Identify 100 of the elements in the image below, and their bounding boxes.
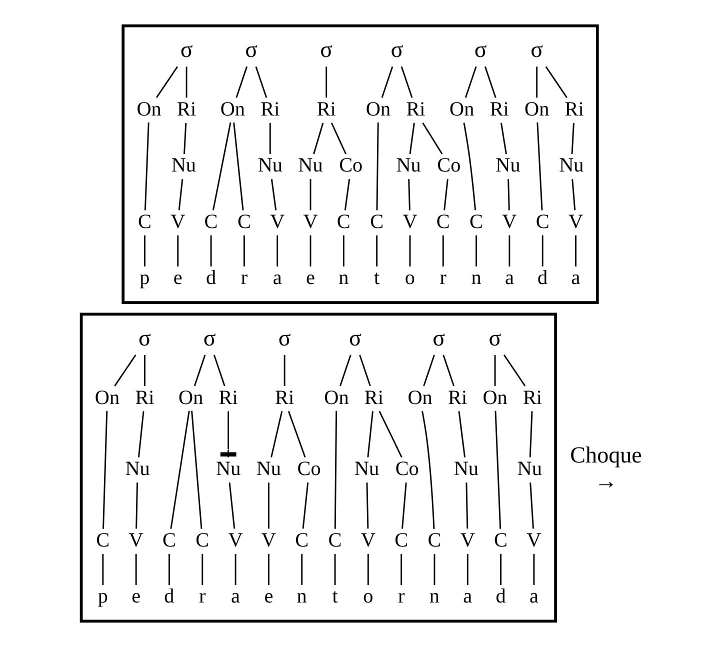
connector [376, 235, 378, 266]
node-text: On [482, 386, 507, 409]
node-text: V [360, 530, 375, 552]
node-text: Ri [522, 386, 542, 409]
connector [270, 179, 276, 210]
connector [574, 235, 576, 266]
connector [144, 354, 145, 386]
node-text: Co [338, 154, 362, 177]
connector [102, 410, 108, 529]
connector [234, 554, 236, 586]
node-text: e [264, 586, 273, 608]
connector [114, 354, 136, 386]
connector [366, 411, 373, 458]
connector [300, 554, 302, 586]
connector [267, 554, 269, 586]
node-text: Ri [134, 386, 154, 409]
connector [210, 235, 212, 266]
node-text: C [236, 210, 250, 233]
node-text: On [524, 98, 549, 120]
connector [268, 122, 270, 154]
node-text: Nu [170, 154, 196, 177]
connector [334, 554, 336, 586]
node-text: Nu [558, 154, 584, 177]
node-text: C [427, 530, 441, 552]
node-text: Nu [354, 458, 379, 480]
connector [528, 411, 532, 458]
connector [302, 482, 308, 529]
connector [422, 354, 434, 386]
connector [144, 122, 149, 210]
connector [168, 554, 170, 586]
connector [178, 179, 183, 210]
node-text: C [394, 530, 408, 552]
connector [500, 554, 502, 586]
node-text: d [205, 267, 216, 290]
node-text: p [139, 267, 150, 290]
connector [464, 66, 476, 98]
connector [325, 66, 327, 98]
connector [442, 235, 444, 266]
node-text: n [470, 267, 481, 290]
node-text: a [272, 267, 282, 290]
node-text: a [462, 586, 472, 608]
connector [484, 66, 496, 98]
connector [170, 410, 190, 529]
node-text: σ [348, 324, 361, 351]
connector [380, 66, 393, 98]
node-text: V [260, 530, 276, 552]
node-text: e [306, 267, 314, 290]
node-text: V [568, 210, 583, 233]
connector [532, 554, 534, 586]
cluster [79, 312, 557, 623]
node-text: e [172, 267, 182, 290]
node-text: Co [394, 458, 418, 480]
node-text: r [198, 586, 206, 608]
node-text: V [402, 210, 417, 233]
node-text: σ [474, 36, 486, 62]
node-text: Nu [257, 154, 282, 177]
connector [366, 554, 368, 586]
connector [185, 66, 187, 98]
node-text: σ [278, 324, 290, 351]
node-text: V [526, 530, 541, 552]
node-text: σ [432, 324, 445, 351]
connector [400, 554, 402, 586]
node-text: d [537, 267, 548, 290]
connector [433, 554, 435, 586]
node-text: C [469, 210, 483, 233]
connector [267, 482, 269, 529]
connector [541, 235, 543, 266]
connector [570, 122, 574, 154]
connector [358, 354, 370, 386]
connector [442, 354, 454, 386]
node-text: C [204, 210, 218, 233]
connector [232, 122, 244, 210]
node-text: Ri [218, 386, 238, 409]
node-text: t [374, 267, 380, 290]
connector [212, 354, 225, 386]
connector [422, 122, 442, 154]
connector [408, 179, 410, 210]
node-text: σ [244, 36, 258, 62]
node-text: σ [180, 36, 192, 62]
node-text: o [404, 267, 415, 290]
cluster [121, 24, 598, 304]
node-text: σ [530, 36, 543, 62]
node-text: V [270, 210, 284, 233]
connector [270, 411, 282, 458]
connector [254, 66, 267, 98]
node-text: Nu [256, 458, 281, 480]
node-text: Nu [396, 154, 420, 177]
connector [312, 122, 324, 154]
node-text: V [170, 210, 185, 233]
node-text: Co [436, 154, 460, 177]
connector [421, 410, 434, 529]
connector [176, 235, 178, 266]
node-text: C [436, 210, 450, 233]
connector [494, 354, 496, 386]
node-text: Nu [495, 154, 520, 177]
connector [500, 122, 506, 154]
node-text: Ri [564, 98, 584, 120]
label: Choque → [570, 441, 642, 494]
connector [529, 482, 534, 529]
connector [193, 354, 206, 386]
